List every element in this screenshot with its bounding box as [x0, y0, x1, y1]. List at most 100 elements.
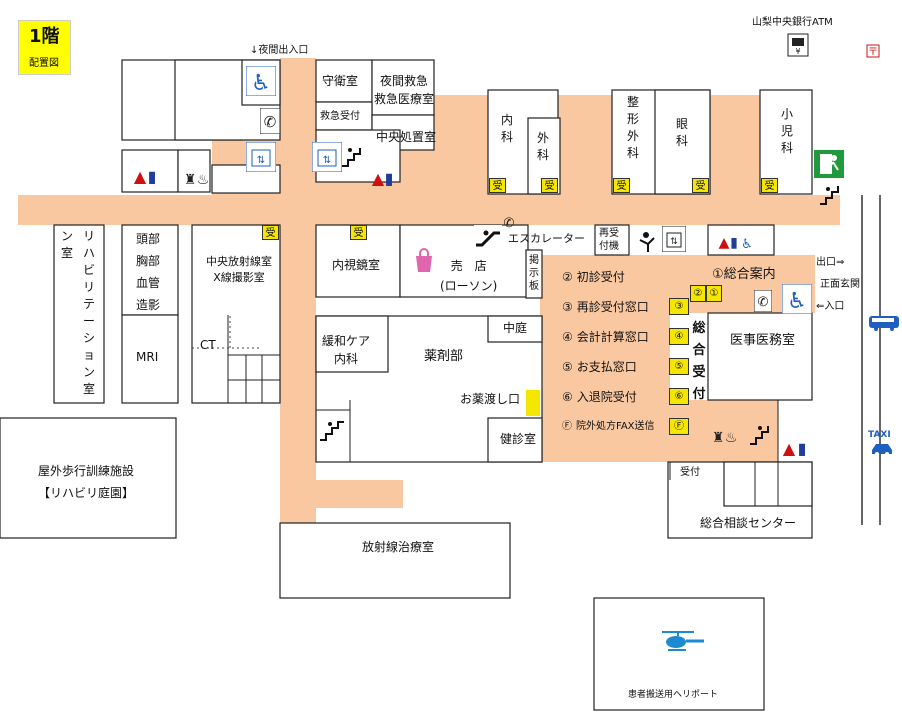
shopping-bag-icon [416, 248, 432, 272]
counter-num: ⑤ [562, 360, 573, 374]
pointing-person-icon [639, 232, 655, 252]
entrance-label: ⇐入口 [816, 301, 845, 312]
reception-tag: 受 [613, 178, 630, 193]
counter-num: ② [562, 270, 573, 284]
palliative-care: 緩和ケア 内科 [322, 332, 370, 368]
night-emergency-room: 夜間救急 [380, 74, 429, 88]
counter-label: 会計計算窓口 [576, 330, 649, 344]
counter-label: 院外処方FAX送信 [576, 421, 655, 432]
emergency-exit-icon [814, 150, 844, 178]
svg-text:▮: ▮ [798, 439, 807, 458]
svg-text:⇅: ⇅ [257, 155, 265, 166]
radiology-room: 中央放射線室 X線撮影室 [206, 254, 272, 286]
escalator-icon [474, 225, 502, 251]
floor-label: 1階 [29, 26, 60, 47]
baby-care-icon: ♜♨ [184, 172, 210, 188]
baby-care-icon: ♜♨ [712, 430, 738, 446]
svg-text:♜: ♜ [712, 430, 725, 446]
atm-icon: ¥ [787, 33, 809, 57]
elevator-icon: ⇅ [246, 142, 276, 172]
reception-tag: 受 [761, 178, 778, 193]
wheelchair-icon: ♿ [246, 66, 276, 96]
reception-tag: 受 [489, 178, 506, 193]
svg-text:▮: ▮ [148, 167, 157, 186]
shop: 売 店 (ローソン) [440, 256, 497, 296]
restroom-icon: ▲▮ [372, 169, 393, 188]
pharmacy: 薬剤部 [424, 349, 464, 364]
stairs-icon [750, 426, 769, 445]
ct-room: CT [200, 338, 216, 352]
taxi-icon [872, 444, 892, 456]
counter-label: 入退院受付 [576, 390, 637, 404]
consult-reception: 受付 [680, 467, 700, 478]
re-reception-line: 付機 [599, 241, 619, 252]
angio-line: 造影 [136, 298, 161, 312]
svg-text:▮: ▮ [730, 235, 738, 251]
helipad-label: 患者搬送用ヘリポート [628, 690, 719, 700]
counter-label: 初診受付 [576, 270, 625, 284]
internal-medicine: 内科 [500, 113, 513, 144]
elevator-icon: ⇅ [312, 142, 342, 172]
guard-room: 守衛室 [322, 74, 359, 88]
svg-text:⇅: ⇅ [323, 155, 331, 166]
rehab-room: リハビリテーション室 [82, 229, 95, 396]
ophthalmology: 眼科 [675, 117, 688, 148]
counter-marker-4: ④ [669, 328, 689, 345]
reception-tag: 受 [350, 225, 367, 240]
svg-text:¥: ¥ [795, 47, 800, 56]
rooms [0, 59, 813, 711]
stairs-icon [320, 421, 344, 441]
angio-line: 頭部 [136, 232, 161, 246]
svg-text:✆: ✆ [504, 216, 515, 231]
palliative-line: 緩和ケア [322, 334, 371, 348]
elevator-icon: ⇅ [662, 226, 686, 252]
phone-icon: ✆ [754, 290, 772, 312]
endoscopy-room: 内視鏡室 [332, 258, 381, 272]
re-reception-line: 再受 [599, 228, 619, 239]
phone-icon: ✆ [504, 216, 515, 231]
re-reception-machine[interactable]: 再受 付機 [599, 227, 619, 253]
svg-text:♨: ♨ [197, 172, 210, 188]
road [861, 195, 881, 525]
orthopedics: 整形外科 [626, 95, 639, 160]
emergency-reception: 救急受付 [320, 111, 360, 122]
svg-text:♜: ♜ [184, 172, 197, 188]
outdoor-training-facility: 屋外歩行訓練施設 【リハビリ庭園】 [38, 460, 134, 504]
counter-marker-f: Ⓕ [669, 418, 689, 435]
reception-tag: 受 [262, 225, 279, 240]
partitions [227, 315, 779, 506]
bus-icon [869, 316, 899, 331]
counter-marker-5: ⑤ [669, 358, 689, 375]
helicopter-icon [662, 631, 704, 651]
pediatrics: 小児科 [780, 107, 793, 155]
svg-text:〒: 〒 [868, 47, 878, 58]
info-desk: ①総合案内 [712, 267, 776, 282]
svg-text:▲: ▲ [783, 439, 796, 458]
atm-label: 山梨中央銀行ATM [752, 17, 833, 28]
svg-text:⇅: ⇅ [670, 237, 678, 247]
angio-room: 頭部 胸部 血管 造影 [136, 228, 160, 316]
consultation-center: 総合相談センター [700, 516, 797, 530]
counter-num: ④ [562, 330, 573, 344]
counter-label: 再診受付窓口 [576, 300, 649, 314]
restroom-icon: ▲▮ [783, 439, 807, 458]
svg-text:♨: ♨ [725, 430, 738, 446]
angio-line: 血管 [136, 276, 161, 290]
floor-badge: 1階 配置図 [18, 20, 71, 75]
counter-num: ③ [562, 300, 573, 314]
taxi-label: TAXI [868, 430, 891, 440]
wheelchair-icon: ♿ [782, 284, 812, 314]
counter-num: ⑥ [562, 390, 573, 404]
reception-tag: 受 [692, 178, 709, 193]
counter-marker-2: ② [690, 285, 706, 302]
courtyard: 中庭 [503, 321, 528, 335]
restroom-icon: ▲▮ [134, 167, 157, 186]
reception-tag: 受 [541, 178, 558, 193]
